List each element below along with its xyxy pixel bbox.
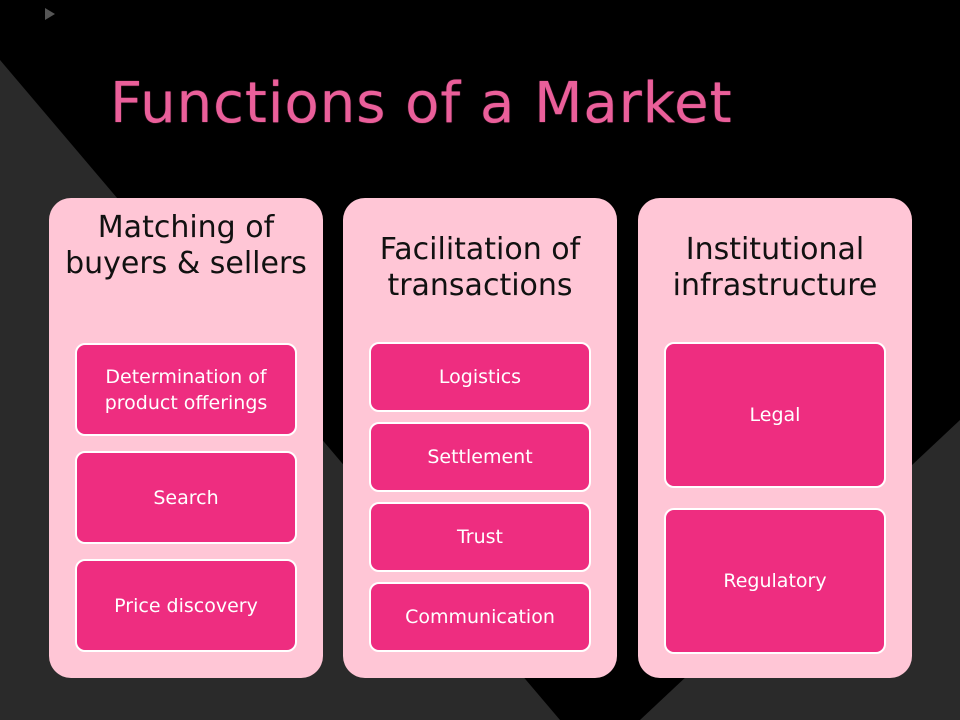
item-box: Settlement (369, 422, 591, 492)
column-facilitation: Facilitation of transactions Logistics S… (343, 198, 617, 678)
column-heading: Institutional infrastructure (672, 232, 878, 303)
item-box: Search (75, 451, 297, 544)
item-box: Determination of product offerings (75, 343, 297, 436)
item-box: Price discovery (75, 559, 297, 652)
item-box: Regulatory (664, 508, 886, 654)
item-box: Logistics (369, 342, 591, 412)
item-box: Trust (369, 502, 591, 572)
column-heading: Facilitation of transactions (379, 232, 581, 303)
column-institutional: Institutional infrastructure Legal Regul… (638, 198, 912, 678)
column-heading: Matching of buyers & sellers (65, 210, 307, 281)
item-box: Communication (369, 582, 591, 652)
column-matching: Matching of buyers & sellers Determinati… (49, 198, 323, 678)
bullet-arrow-icon (45, 8, 55, 20)
slide-title: Functions of a Market (110, 71, 733, 136)
item-box: Legal (664, 342, 886, 488)
